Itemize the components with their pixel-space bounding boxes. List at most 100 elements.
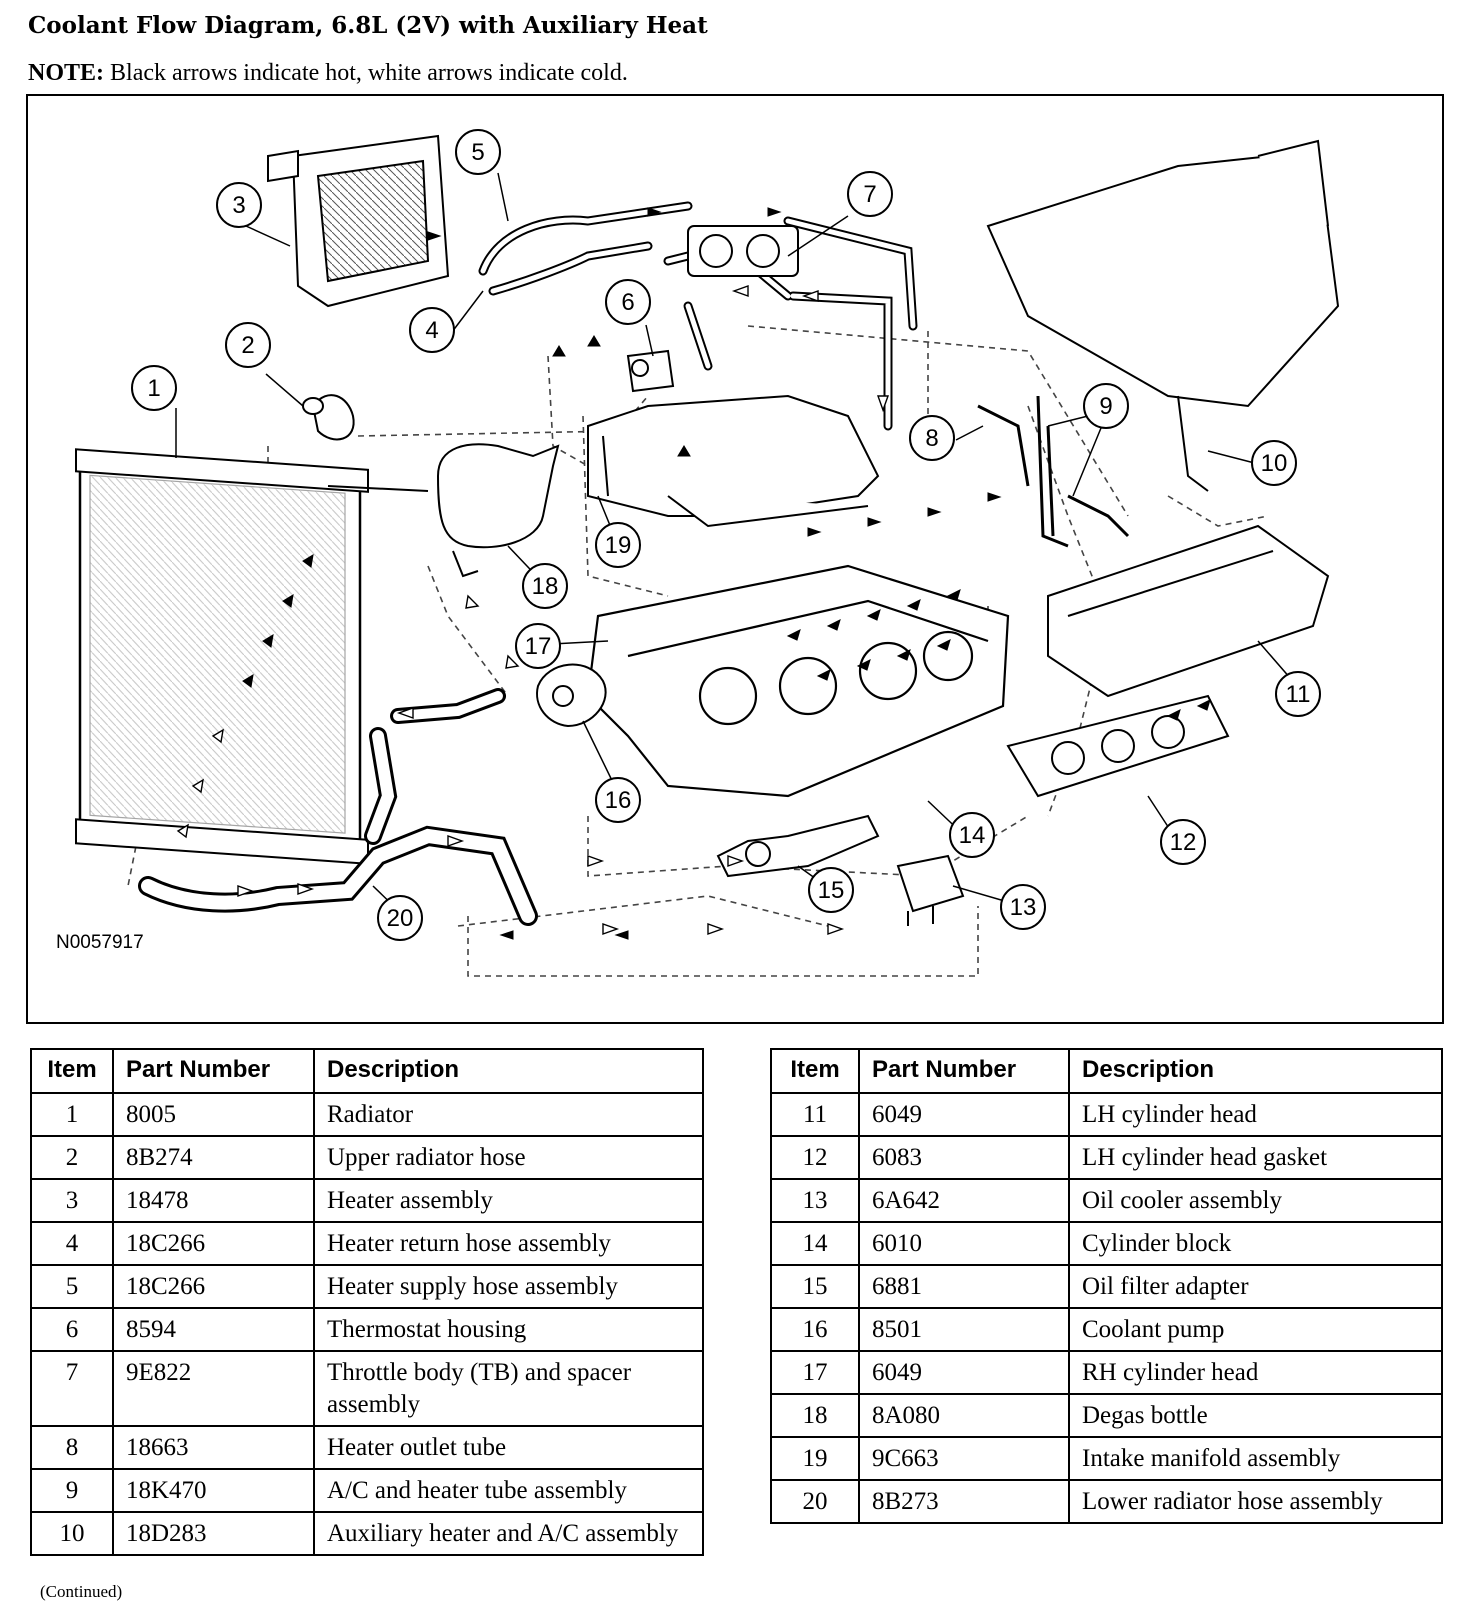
part-description: Oil filter adapter bbox=[1068, 1264, 1443, 1309]
item-number: 5 bbox=[30, 1264, 114, 1309]
item-number: 19 bbox=[770, 1436, 860, 1481]
callout-circle bbox=[1275, 671, 1321, 717]
callout-labels: 1 2 3 4 5 6 7 8 9 10 11 12 13 14 15 16 1… bbox=[147, 139, 1310, 932]
callout-circle bbox=[595, 522, 641, 568]
part-number: 6049 bbox=[858, 1092, 1070, 1137]
item-number: 4 bbox=[30, 1221, 114, 1266]
radiator bbox=[75, 448, 369, 865]
part-number: 6A642 bbox=[858, 1178, 1070, 1223]
part-number: 6049 bbox=[858, 1350, 1070, 1395]
part-number: 8B274 bbox=[112, 1135, 315, 1180]
callout-8: 8 bbox=[925, 425, 938, 452]
part-number: 8594 bbox=[112, 1307, 315, 1352]
part-description: LH cylinder head bbox=[1068, 1092, 1443, 1137]
intake-manifold bbox=[587, 394, 880, 528]
part-number: 9E822 bbox=[112, 1350, 315, 1427]
callout-15: 15 bbox=[818, 877, 845, 904]
callout-circle bbox=[1251, 440, 1297, 486]
part-description: A/C and heater tube assembly bbox=[313, 1468, 704, 1513]
callout-circle bbox=[808, 867, 854, 913]
callout-19: 19 bbox=[605, 532, 632, 559]
callout-9: 9 bbox=[1099, 393, 1112, 420]
part-number: 8005 bbox=[112, 1092, 315, 1137]
item-number: 13 bbox=[770, 1178, 860, 1223]
oil-filter-adapter bbox=[716, 814, 880, 878]
item-number: 11 bbox=[770, 1092, 860, 1137]
callouts bbox=[131, 129, 1321, 941]
callout-5: 5 bbox=[471, 139, 484, 166]
item-number: 16 bbox=[770, 1307, 860, 1352]
part-number: 6010 bbox=[858, 1221, 1070, 1266]
table-header-row: Item Part Number Description bbox=[770, 1048, 1443, 1094]
ac-heater-tubes bbox=[977, 395, 1130, 548]
part-description: LH cylinder head gasket bbox=[1068, 1135, 1443, 1180]
item-number: 9 bbox=[30, 1468, 114, 1513]
callout-circle bbox=[522, 563, 568, 609]
item-number: 17 bbox=[770, 1350, 860, 1395]
part-description: Throttle body (TB) and spacer assembly bbox=[313, 1350, 704, 1427]
callout-circle bbox=[909, 415, 955, 461]
part-number: 18478 bbox=[112, 1178, 315, 1223]
callout-17: 17 bbox=[525, 633, 552, 660]
throttle-body bbox=[687, 225, 799, 277]
callout-circle bbox=[1083, 383, 1129, 429]
cylinder-block bbox=[586, 564, 1010, 798]
callout-circle bbox=[131, 365, 177, 411]
callout-10: 10 bbox=[1261, 450, 1288, 477]
part-number: 6083 bbox=[858, 1135, 1070, 1180]
coolant-flow-diagram: 1 2 3 4 5 6 7 8 9 10 11 12 13 14 15 16 1… bbox=[26, 94, 1444, 1024]
note-label: NOTE: bbox=[28, 60, 105, 86]
item-number: 10 bbox=[30, 1511, 114, 1556]
callout-11: 11 bbox=[1286, 681, 1311, 708]
part-description: Radiator bbox=[313, 1092, 704, 1137]
hot-flow-arrows bbox=[242, 207, 1211, 940]
part-description: Thermostat housing bbox=[313, 1307, 704, 1352]
coolant-pump bbox=[536, 663, 607, 728]
column-header-item: Item bbox=[770, 1048, 860, 1094]
part-number: 8A080 bbox=[858, 1393, 1070, 1438]
callout-circle bbox=[225, 322, 271, 368]
callout-14: 14 bbox=[959, 822, 986, 849]
part-number: 6881 bbox=[858, 1264, 1070, 1309]
callout-13: 13 bbox=[1010, 894, 1037, 921]
callout-circle bbox=[377, 895, 423, 941]
callout-circle bbox=[1000, 884, 1046, 930]
callout-20: 20 bbox=[387, 905, 414, 932]
part-description: RH cylinder head bbox=[1068, 1350, 1443, 1395]
figure-code: N0057917 bbox=[56, 932, 144, 953]
part-number: 18C266 bbox=[112, 1221, 315, 1266]
lower-radiator-hose bbox=[138, 688, 538, 926]
note-text: Black arrows indicate hot, white arrows … bbox=[110, 60, 628, 86]
callout-circle bbox=[455, 129, 501, 175]
callout-18: 18 bbox=[532, 573, 559, 600]
part-number: 18C266 bbox=[112, 1264, 315, 1309]
part-number: 18D283 bbox=[112, 1511, 315, 1556]
table-header-row: Item Part Number Description bbox=[30, 1048, 704, 1094]
auxiliary-heater bbox=[986, 139, 1340, 492]
callout-7: 7 bbox=[863, 181, 876, 208]
item-number: 8 bbox=[30, 1425, 114, 1470]
part-number: 8501 bbox=[858, 1307, 1070, 1352]
callout-12: 12 bbox=[1170, 829, 1197, 856]
part-description: Coolant pump bbox=[1068, 1307, 1443, 1352]
part-description: Heater assembly bbox=[313, 1178, 704, 1223]
callout-2: 2 bbox=[241, 332, 254, 359]
callout-1: 1 bbox=[147, 375, 160, 402]
item-number: 7 bbox=[30, 1350, 114, 1427]
